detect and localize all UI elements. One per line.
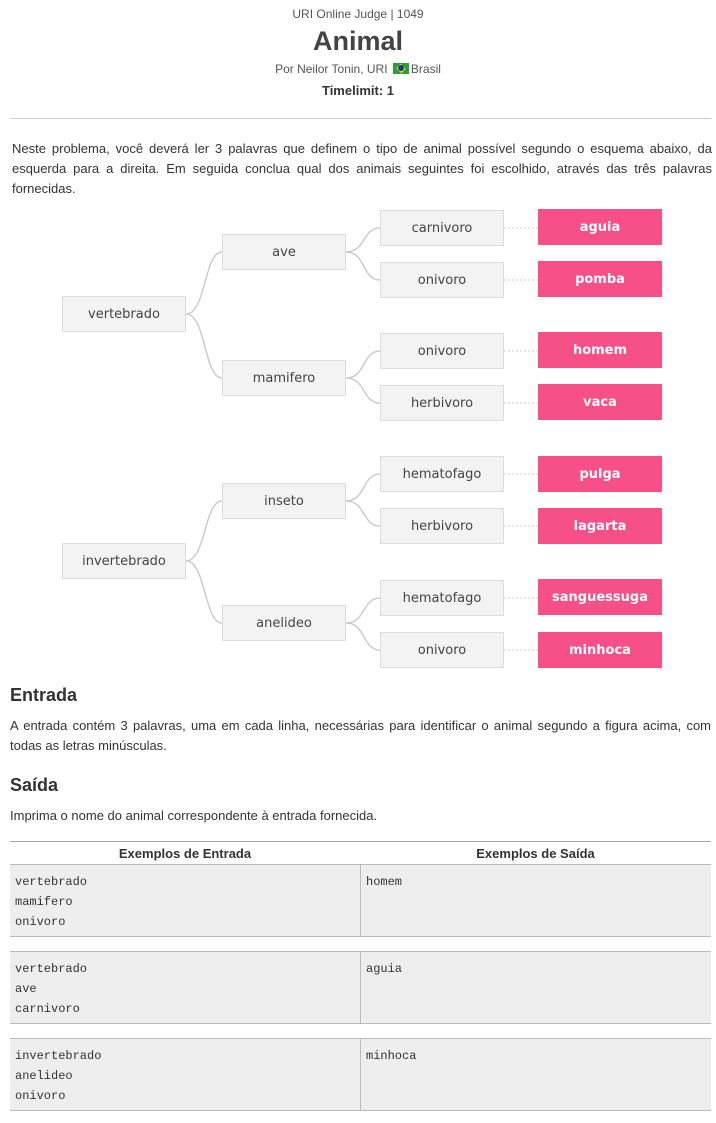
intro-paragraph: Neste problema, você deverá ler 3 palavr… (12, 141, 712, 196)
entrada-heading: Entrada (10, 685, 78, 705)
node-carnivoro: carnivoro (380, 210, 504, 246)
column-divider (360, 952, 361, 1023)
connector-line (345, 251, 381, 281)
connector-line (185, 500, 223, 562)
timelimit: Timelimit: 1 (321, 83, 394, 98)
output-column-header: Exemplos de Saída (476, 846, 595, 861)
example-output[interactable]: minhoca (366, 1049, 417, 1063)
animal-pulga: pulga (538, 456, 662, 492)
column-divider (360, 1039, 361, 1110)
saida-heading: Saída (10, 775, 59, 795)
node-mamifero: mamifero (222, 360, 346, 396)
diagram-connectors (185, 227, 538, 651)
connector-line (345, 473, 381, 502)
connector-line (345, 500, 381, 527)
entrada-text: A entrada contém 3 palavras, uma em cada… (10, 718, 711, 753)
animal-sanguessuga: sanguessuga (538, 579, 662, 615)
node-hematofago: hematofago (380, 456, 504, 492)
example-input[interactable]: invertebrado anelideo onivoro (15, 1049, 102, 1103)
example-input[interactable]: vertebrado mamifero onivoro (15, 875, 88, 929)
header-divider (10, 118, 711, 119)
column-divider (360, 865, 361, 936)
node-herbivoro: herbivoro (380, 508, 504, 544)
saida-text: Imprima o nome do animal correspondente … (10, 808, 378, 823)
animal-vaca: vaca (538, 384, 662, 420)
node-onivoro: onivoro (380, 262, 504, 298)
example-case: vertebrado mamifero onivoro homem (10, 864, 711, 937)
input-column-header: Exemplos de Entrada (118, 846, 252, 861)
example-output[interactable]: homem (366, 875, 403, 889)
node-onivoro: onivoro (380, 333, 504, 369)
example-input[interactable]: vertebrado ave carnivoro (15, 962, 88, 1016)
judge-breadcrumb: URI Online Judge | 1049 (292, 7, 424, 21)
problem-title: Animal (312, 26, 404, 56)
animal-minhoca: minhoca (538, 632, 662, 668)
animal-pomba: pomba (538, 261, 662, 297)
connector-line (345, 622, 381, 651)
node-anelideo: anelideo (222, 605, 346, 641)
node-invertebrado: invertebrado (62, 543, 186, 579)
node-hematofago: hematofago (380, 580, 504, 616)
connector-line (185, 560, 223, 624)
connector-line (345, 350, 381, 379)
node-vertebrado: vertebrado (62, 296, 186, 332)
example-case: invertebrado anelideo onivoro minhoca (10, 1038, 711, 1111)
country-name: Brasil (410, 62, 441, 76)
node-ave: ave (222, 234, 346, 270)
animal-homem: homem (538, 332, 662, 368)
author-line: Por Neilor Tonin, URI Brasil (0, 62, 716, 76)
brazil-flag-icon (392, 63, 409, 74)
animal-lagarta: lagarta (538, 508, 662, 544)
connector-line (345, 377, 381, 404)
author-name[interactable]: Por Neilor Tonin, URI (275, 62, 388, 76)
connector-line (185, 313, 223, 379)
connector-line (345, 597, 381, 624)
node-onivoro: onivoro (380, 632, 504, 668)
example-case: vertebrado ave carnivoro aguia (10, 951, 711, 1024)
animal-aguia: aguia (538, 209, 662, 245)
connector-line (345, 227, 381, 253)
connector-line (185, 251, 223, 315)
node-herbivoro: herbivoro (380, 385, 504, 421)
examples-header: Exemplos de Entrada Exemplos de Saída (10, 841, 711, 866)
node-inseto: inseto (222, 483, 346, 519)
example-output[interactable]: aguia (366, 962, 403, 976)
